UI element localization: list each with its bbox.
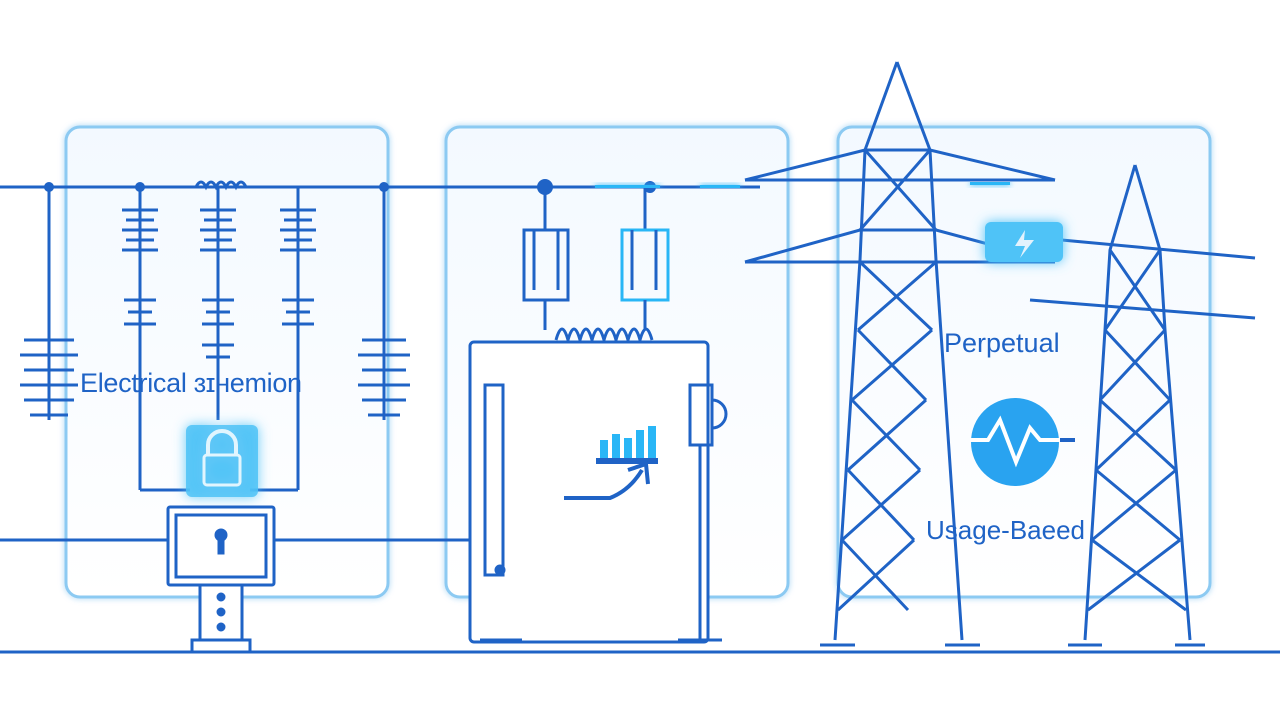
- usage-based-label: Usage-Baeed: [926, 515, 1085, 545]
- insulator-stacks: [122, 180, 316, 492]
- sine-wave-icon: [970, 398, 1075, 486]
- tower-feed: [595, 181, 1010, 189]
- chart-growth-icon: [564, 426, 658, 500]
- left-edge-capacitor: [20, 187, 78, 420]
- transmission-tower-main: [744, 61, 1056, 647]
- perpetual-label: Perpetual: [944, 328, 1060, 358]
- transformer: [468, 187, 728, 644]
- transmission-tower-secondary: [1029, 164, 1256, 647]
- keyhole-icon: [166, 505, 276, 654]
- lock-icon: [186, 425, 258, 497]
- lightning-icon: [985, 222, 1063, 262]
- electrical-label: Electrical ɜɪʜemion: [80, 368, 302, 398]
- right-edge-capacitor: [358, 187, 410, 420]
